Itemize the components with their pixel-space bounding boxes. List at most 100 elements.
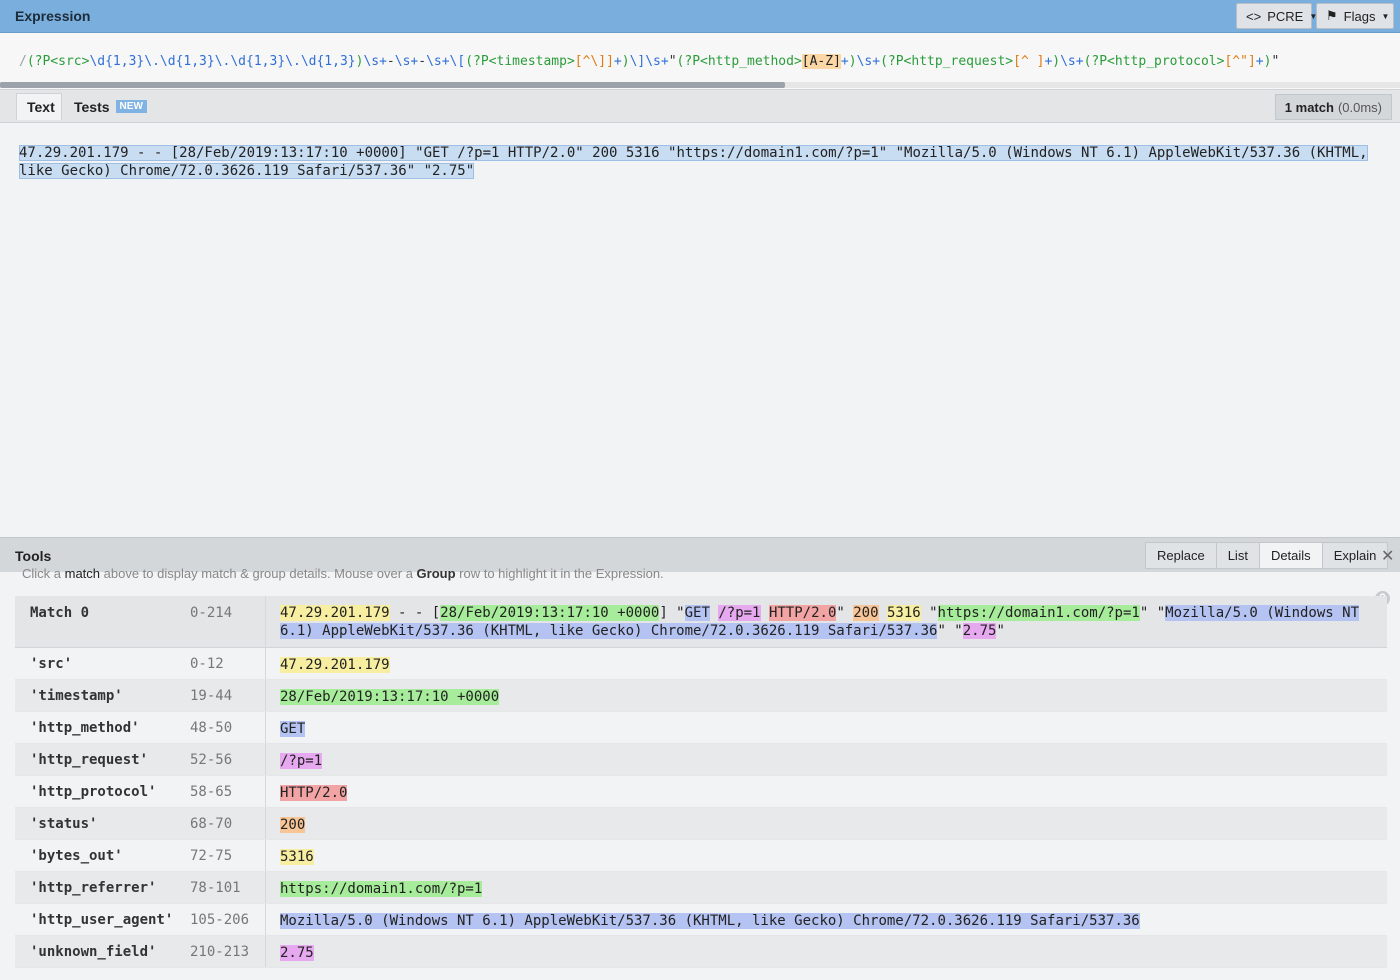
group-value-highlight: https://domain1.com/?p=1 xyxy=(280,881,483,897)
group-name: 'bytes_out' xyxy=(30,848,123,864)
tab-details[interactable]: Details xyxy=(1258,542,1323,569)
match-group-highlight: GET xyxy=(684,605,710,621)
group-value-highlight: 2.75 xyxy=(280,945,314,961)
hint-text: Click a xyxy=(22,566,65,581)
test-string[interactable]: 47.29.201.179 - - [28/Feb/2019:13:17:10 … xyxy=(19,144,1400,180)
group-value-highlight: HTTP/2.0 xyxy=(280,785,348,801)
group-range: 52-56 xyxy=(190,752,233,768)
expression-scrollbar-thumb[interactable] xyxy=(0,82,785,88)
group-row[interactable]: 'http_referrer' 78-101 https://domain1.com… xyxy=(15,872,1387,904)
group-value-highlight: GET xyxy=(280,721,306,737)
details-table: Match 0 0-214 47.29.201.179 - - [ 28/Feb/… xyxy=(15,596,1387,968)
pcre-label: PCRE xyxy=(1267,8,1304,24)
group-name: 'http_request' xyxy=(30,752,149,768)
regex-token: {1,3} xyxy=(316,54,356,69)
column-divider xyxy=(265,936,266,967)
regex-token: + xyxy=(410,54,419,69)
match-group-highlight: 47.29.201.179 xyxy=(280,605,390,621)
tab-replace[interactable]: Replace xyxy=(1145,542,1217,569)
group-value-highlight: 47.29.201.179 xyxy=(280,657,390,673)
match-name: Match 0 xyxy=(30,605,90,621)
expression-header: Expression <> PCRE ▼ ⚑ Flags ▼ xyxy=(0,0,1400,33)
match-group-highlight: /?p=1 xyxy=(718,605,761,621)
match-count: 1 match xyxy=(1284,99,1334,115)
regex-token: \s xyxy=(856,54,873,69)
match-group-highlight: 2.75 xyxy=(962,623,997,639)
regex-token: + xyxy=(1075,54,1084,69)
group-range: 78-101 xyxy=(190,880,241,896)
regex-token: [A-Z] xyxy=(801,54,841,69)
match-count-badge: 1 match (0.0ms) xyxy=(1274,94,1392,120)
column-divider xyxy=(265,808,266,839)
regex-token: \d xyxy=(159,54,176,69)
group-value: GET xyxy=(280,720,306,738)
close-icon[interactable]: ✕ xyxy=(1381,548,1395,565)
group-range: 68-70 xyxy=(190,816,233,832)
regex-token: ) xyxy=(1052,54,1061,69)
match-range: 0-214 xyxy=(190,605,233,621)
regex-token: (?P<http_method> xyxy=(676,54,802,69)
tab-explain[interactable]: Explain xyxy=(1321,542,1389,569)
test-string-line-2[interactable]: like Gecko) Chrome/72.0.3626.119 Safari/… xyxy=(19,163,475,179)
match-group-highlight: 5316 xyxy=(886,605,921,621)
tab-text[interactable]: Text xyxy=(16,93,62,120)
regex-token: ) xyxy=(621,54,630,69)
tab-text-label: Text xyxy=(27,99,55,115)
regex-token: + xyxy=(872,54,881,69)
tab-list[interactable]: List xyxy=(1215,542,1260,569)
code-icon: <> xyxy=(1246,8,1262,24)
match-text xyxy=(879,605,887,621)
test-string-line-1[interactable]: 47.29.201.179 - - [28/Feb/2019:13:17:10 … xyxy=(19,145,1368,161)
regex-token: {1,3} xyxy=(105,54,145,69)
test-tabbar: Text Tests NEW 1 match (0.0ms) xyxy=(0,89,1400,123)
group-value: 47.29.201.179 xyxy=(280,656,390,674)
regex-token: [^"] xyxy=(1224,54,1256,69)
match-text: - - [ xyxy=(389,605,441,621)
regex-token: - xyxy=(418,54,427,69)
regex-token: \d xyxy=(300,54,317,69)
match-text: " xyxy=(836,605,854,621)
match-row[interactable]: Match 0 0-214 47.29.201.179 - - [28/Feb/… xyxy=(15,596,1387,648)
match-text: " xyxy=(920,605,938,621)
column-divider xyxy=(265,744,266,775)
group-value: 200 xyxy=(280,816,306,834)
match-time: (0.0ms) xyxy=(1337,99,1382,115)
group-value-highlight: 28/Feb/2019:13:17:10 +0000 xyxy=(280,689,500,705)
match-group-highlight: HTTP/2.0 xyxy=(768,605,837,621)
match-text: " " xyxy=(937,623,963,639)
regex-token: ) xyxy=(355,54,364,69)
group-value: HTTP/2.0 xyxy=(280,784,348,802)
flags-button[interactable]: ⚑ Flags ▼ xyxy=(1316,3,1394,29)
group-row[interactable]: 'timestamp' 19-44 28/Feb/2019:13:17:10 +00… xyxy=(15,680,1387,712)
regex-token: ) xyxy=(1263,54,1272,69)
regex-token: [^ ] xyxy=(1013,54,1045,69)
regex-token: + xyxy=(441,54,450,69)
group-name: 'http_referrer' xyxy=(30,880,157,896)
group-value-highlight: /?p=1 xyxy=(280,753,323,769)
tab-tests-label: Tests xyxy=(74,98,110,115)
group-range: 19-44 xyxy=(190,688,233,704)
match-text: " xyxy=(996,623,1005,639)
regex-token: {1,3} xyxy=(175,54,215,69)
expression-input[interactable]: /(?P<src>\d{1,3}\.\d{1,3}\.\d{1,3}\.\d{1… xyxy=(0,33,1400,89)
group-row[interactable]: 'http_request' 52-56 /?p=1 xyxy=(15,744,1387,776)
match-text xyxy=(761,605,769,621)
test-string-area[interactable]: 47.29.201.179 - - [28/Feb/2019:13:17:10 … xyxy=(0,123,1400,537)
group-name: 'timestamp' xyxy=(30,688,123,704)
pcre-flavor-button[interactable]: <> PCRE ▼ xyxy=(1236,3,1317,29)
column-divider xyxy=(265,712,266,743)
group-value-highlight: 5316 xyxy=(280,849,314,865)
regex-token: [^\]] xyxy=(574,54,614,69)
regex-token: \. xyxy=(214,54,231,69)
expression-text[interactable]: /(?P<src>\d{1,3}\.\d{1,3}\.\d{1,3}\.\d{1… xyxy=(19,53,1279,71)
tab-tests[interactable]: Tests NEW xyxy=(64,93,147,120)
details-hint: Click a match above to display match & g… xyxy=(22,566,664,581)
